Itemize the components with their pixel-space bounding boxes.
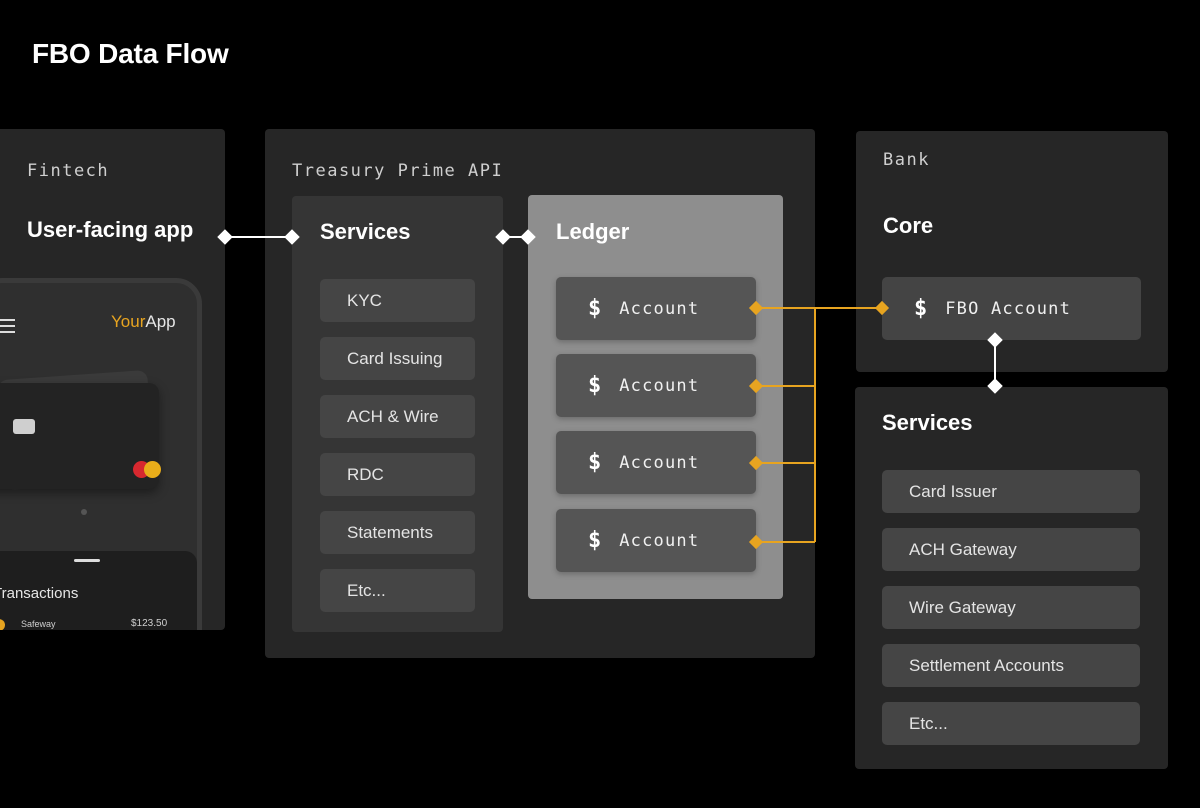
transactions-title: Transactions xyxy=(0,585,79,602)
account-label: Account xyxy=(619,375,700,396)
page-title: FBO Data Flow xyxy=(32,38,229,69)
api-service-etc[interactable]: Etc... xyxy=(320,569,475,612)
ledger-heading: Ledger xyxy=(556,219,630,244)
connector-services-to-ledger xyxy=(495,229,536,245)
core-heading: Core xyxy=(883,213,934,238)
api-service-ach-wire[interactable]: ACH & Wire xyxy=(320,395,475,438)
api-service-statements[interactable]: Statements xyxy=(320,511,475,554)
connector-app-to-services xyxy=(217,229,300,245)
pager-dot xyxy=(81,509,87,515)
fbo-account[interactable]: $ FBO Account xyxy=(882,277,1141,340)
api-service-card-issuing[interactable]: Card Issuing xyxy=(320,337,475,380)
mastercard-yellow-icon xyxy=(144,461,161,478)
merchant-icon xyxy=(0,619,5,630)
app-name-suffix: App xyxy=(145,312,176,331)
card-chip-icon xyxy=(13,419,35,434)
app-name-prefix: Your xyxy=(111,312,146,331)
account-label: Account xyxy=(619,530,700,551)
api-service-rdc[interactable]: RDC xyxy=(320,453,475,496)
account-label: Account xyxy=(619,452,700,473)
connector-accounts-to-fbo xyxy=(748,300,890,550)
ledger-account[interactable]: $ Account xyxy=(556,431,756,494)
ledger-account[interactable]: $ Account xyxy=(556,354,756,417)
payment-card[interactable] xyxy=(0,383,161,489)
sheet-handle[interactable] xyxy=(74,559,100,562)
fintech-panel: Fintech User-facing app YourApp Transact… xyxy=(0,129,225,630)
account-label: Account xyxy=(619,298,700,319)
dollar-icon: $ xyxy=(588,296,602,321)
api-services-heading: Services xyxy=(320,219,411,244)
fbo-account-label: FBO Account xyxy=(945,298,1072,319)
dollar-icon: $ xyxy=(914,296,928,321)
ledger-account[interactable]: $ Account xyxy=(556,277,756,340)
bank-service-card-issuer[interactable]: Card Issuer xyxy=(882,470,1140,513)
bank-service-wire-gateway[interactable]: Wire Gateway xyxy=(882,586,1140,629)
app-logo: YourApp xyxy=(111,312,176,332)
fintech-label: Fintech xyxy=(27,161,110,181)
bank-label: Bank xyxy=(883,150,930,170)
menu-icon[interactable] xyxy=(0,319,15,337)
api-service-kyc[interactable]: KYC xyxy=(320,279,475,322)
dollar-icon: $ xyxy=(588,528,602,553)
ledger-account[interactable]: $ Account xyxy=(556,509,756,572)
bank-service-settlement-accounts[interactable]: Settlement Accounts xyxy=(882,644,1140,687)
dollar-icon: $ xyxy=(588,450,602,475)
fintech-heading: User-facing app xyxy=(27,217,194,242)
dollar-icon: $ xyxy=(588,373,602,398)
transactions-sheet: Transactions Safeway $123.50 xyxy=(0,551,197,630)
bank-services-heading: Services xyxy=(882,410,973,435)
transaction-merchant: Safeway xyxy=(21,619,56,629)
bank-service-etc[interactable]: Etc... xyxy=(882,702,1140,745)
api-label: Treasury Prime API xyxy=(292,161,504,181)
bank-service-ach-gateway[interactable]: ACH Gateway xyxy=(882,528,1140,571)
phone-mockup: YourApp Transactions Safeway $123.50 xyxy=(0,278,202,630)
transaction-amount: $123.50 xyxy=(131,618,168,629)
connector-fbo-to-bank-services xyxy=(987,332,1003,394)
